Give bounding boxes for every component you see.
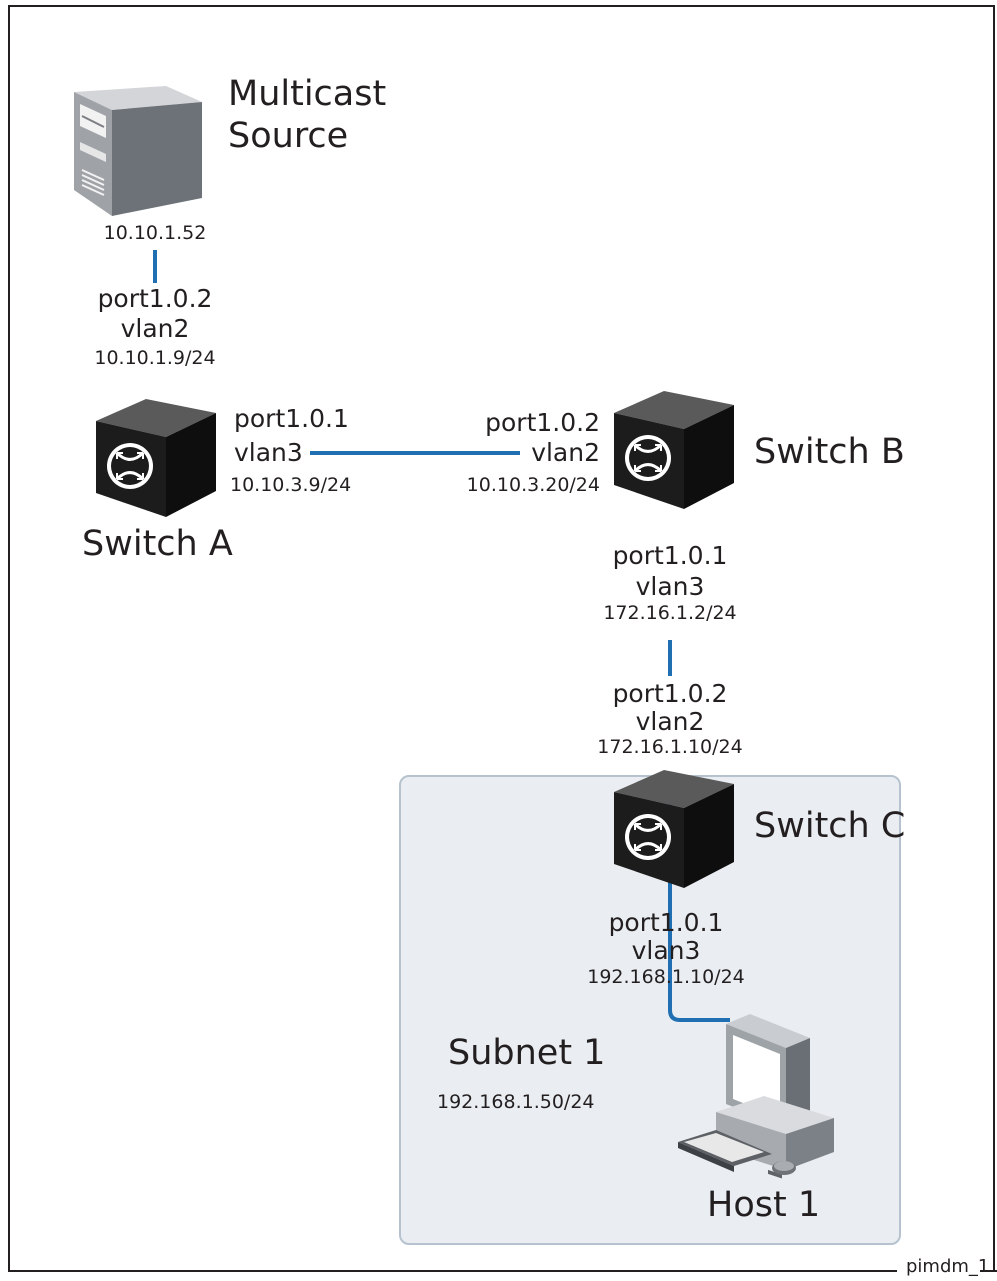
switch-c-down-port: port1.0.1 [608, 908, 724, 937]
source-name-line1: Multicast [228, 74, 387, 114]
desktop-computer-icon [676, 1012, 846, 1186]
source-ip: 10.10.1.52 [103, 222, 207, 244]
switch-c-up-vlan: vlan2 [635, 707, 705, 736]
subnet-name: Subnet 1 [448, 1033, 606, 1073]
switch-c-icon [610, 766, 740, 895]
switch-c-up-port: port1.0.2 [612, 679, 728, 708]
subnet-area [399, 775, 901, 1245]
switch-a-up-port: port1.0.2 [97, 284, 213, 313]
figure-id: pimdm_1 [906, 1256, 990, 1277]
switch-b-down-ip: 172.16.1.2/24 [603, 602, 737, 624]
subnet-ip: 192.168.1.50/24 [437, 1091, 595, 1113]
switch-a-right-vlan: vlan3 [234, 438, 303, 467]
switch-b-left-vlan: vlan2 [531, 438, 600, 467]
switch-a-up-ip: 10.10.1.9/24 [94, 347, 216, 369]
switch-b-icon [610, 387, 740, 516]
switch-c-up-ip: 172.16.1.10/24 [597, 736, 743, 758]
switch-a-up-vlan: vlan2 [120, 314, 190, 343]
frame-bottom-border-end [980, 1270, 997, 1272]
host-name: Host 1 [707, 1185, 821, 1225]
switch-c-down-vlan: vlan3 [631, 936, 701, 965]
switch-b-down-port: port1.0.1 [612, 541, 728, 570]
link-switch-c-host [668, 798, 730, 1022]
diagram-frame [8, 5, 995, 1271]
switch-b-down-vlan: vlan3 [635, 572, 705, 601]
switch-a-icon [92, 395, 222, 524]
switch-b-name: Switch B [754, 432, 905, 472]
switch-a-right-port: port1.0.1 [234, 404, 349, 433]
switch-c-down-ip: 192.168.1.10/24 [587, 966, 745, 988]
frame-bottom-border [8, 1270, 897, 1272]
switch-b-left-port: port1.0.2 [485, 408, 600, 437]
switch-c-name: Switch C [754, 806, 906, 846]
switch-b-left-ip: 10.10.3.20/24 [466, 474, 600, 496]
server-icon [70, 78, 220, 222]
source-name-line2: Source [228, 116, 349, 156]
switch-a-right-ip: 10.10.3.9/24 [230, 474, 352, 496]
switch-a-name: Switch A [82, 524, 233, 564]
